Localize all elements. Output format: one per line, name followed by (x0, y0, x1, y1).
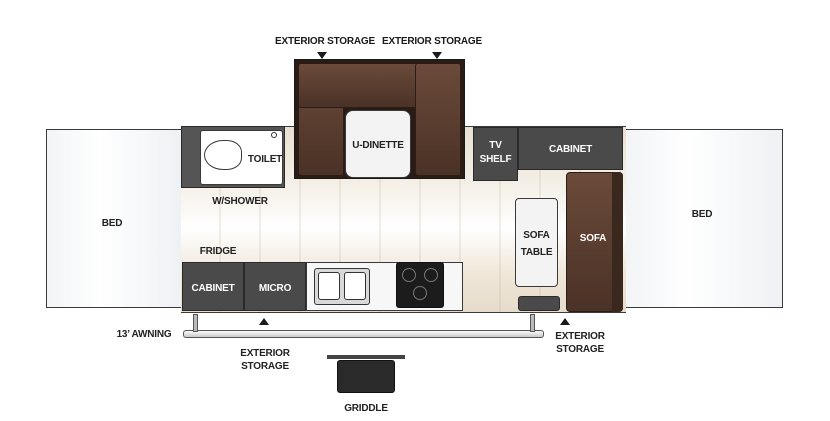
cabinet-top-label: CABINET (548, 144, 593, 155)
burner-icon (413, 286, 427, 300)
sofa-table-label: TABLE (520, 247, 553, 258)
toilet-icon (204, 140, 242, 170)
griddle-label: GRIDDLE (344, 403, 388, 414)
toilet-label: TOILET (247, 154, 283, 165)
tv-shelf-label: TV (489, 140, 502, 151)
griddle-shelf (327, 355, 405, 359)
stove-icon (396, 262, 444, 308)
awning-arm-right (530, 314, 535, 332)
cabinet-top (518, 127, 623, 170)
micro (244, 262, 306, 311)
sofa-back (612, 172, 623, 312)
tv-shelf (473, 127, 518, 181)
fridge-label: FRIDGE (199, 246, 237, 257)
awning-arm-left (193, 314, 198, 332)
exterior-storage-label: STORAGE (241, 361, 289, 372)
micro-label: MICRO (258, 283, 292, 294)
exterior-storage-marker (259, 318, 269, 325)
u-dinette-label: U-DINETTE (352, 140, 404, 151)
sofa-table (515, 198, 558, 287)
sofa-label: SOFA (579, 233, 607, 244)
exterior-storage-label: EXTERIOR STORAGE (275, 36, 375, 47)
bed-left (46, 129, 183, 308)
awning-label: 13’ AWNING (116, 329, 172, 340)
exterior-storage-label: EXTERIOR (555, 331, 605, 342)
dinette-seat-right (415, 63, 461, 176)
griddle-body (337, 360, 395, 393)
shower-drain-icon (271, 132, 277, 138)
exterior-storage-marker (432, 52, 442, 59)
bed-right-label: BED (691, 209, 713, 220)
exterior-storage-label: STORAGE (556, 344, 604, 355)
burner-icon (424, 268, 438, 282)
exterior-storage-marker (560, 318, 570, 325)
bed-left-label: BED (101, 218, 123, 229)
awning-bar (183, 330, 544, 338)
cabinet-bottom-label: CABINET (191, 283, 235, 294)
sink-basin-right-icon (344, 272, 366, 300)
bed-right (624, 129, 783, 308)
sofa-table-label: SOFA (523, 230, 550, 241)
burner-icon (402, 268, 416, 282)
dinette-table (345, 110, 411, 178)
exterior-storage-label: EXTERIOR STORAGE (382, 36, 482, 47)
w-shower-label: W/SHOWER (212, 196, 268, 207)
cabinet-bottom (182, 262, 244, 311)
exterior-storage-marker (317, 52, 327, 59)
exterior-storage-label: EXTERIOR (240, 348, 290, 359)
tv-shelf-label: SHELF (479, 154, 512, 165)
sink-basin-left-icon (318, 272, 340, 300)
outlet-panel (518, 296, 560, 311)
